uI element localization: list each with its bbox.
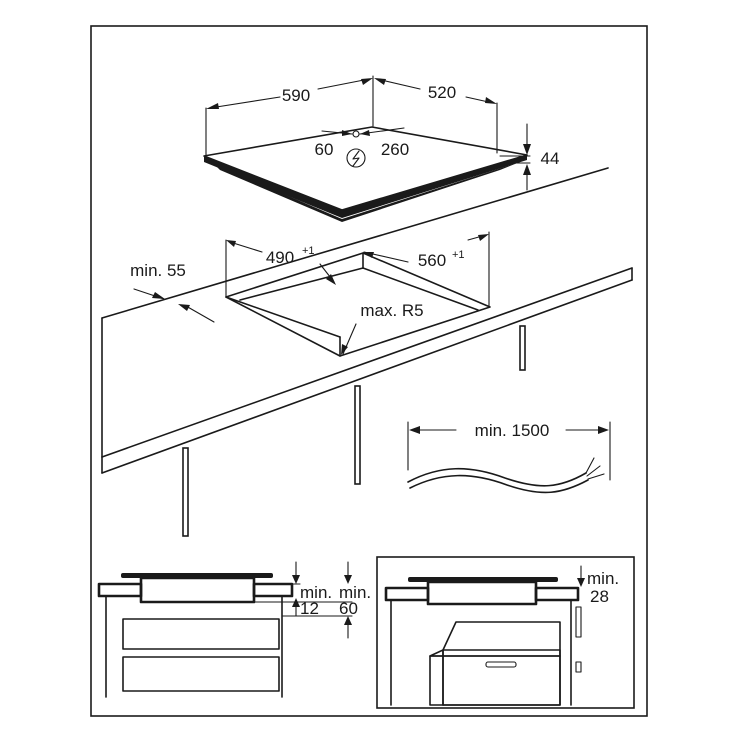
oven bbox=[429, 621, 561, 706]
gap-bottom-min-label: min. bbox=[339, 583, 371, 602]
side-view-oven-frame bbox=[376, 556, 635, 709]
side-knob bbox=[575, 661, 582, 673]
drawer bbox=[122, 656, 280, 692]
worktop bbox=[101, 167, 633, 537]
diagram-frame bbox=[90, 25, 648, 717]
cabinet-leg bbox=[519, 325, 526, 371]
cabinet-leg bbox=[354, 385, 361, 485]
drawer bbox=[122, 618, 280, 650]
dim-cutout-depth-label: 560 bbox=[418, 251, 446, 270]
power-cable: min. 1500 bbox=[407, 421, 611, 494]
gap-top-min-label: min. bbox=[300, 583, 332, 602]
dim-cutout-width-label: 490 bbox=[266, 248, 294, 267]
cable-entry-point bbox=[352, 130, 360, 138]
dim-cable-length-label: min. 1500 bbox=[475, 421, 550, 440]
dim-cable-left-label: 60 bbox=[315, 140, 334, 159]
gap-oven-value: 28 bbox=[590, 587, 609, 606]
electric-connection-icon bbox=[346, 148, 366, 168]
gap-top-value: 12 bbox=[300, 599, 319, 618]
side-knob bbox=[575, 606, 582, 638]
dim-corner-radius-label: max. R5 bbox=[360, 301, 423, 320]
dim-hob-width: 590 bbox=[205, 75, 374, 156]
dim-edge-distance: min. 55 bbox=[130, 261, 215, 323]
side-view-oven: min. 28 bbox=[376, 556, 635, 709]
dim-corner-radius: max. R5 bbox=[341, 301, 424, 355]
dim-hob-height-label: 44 bbox=[541, 149, 560, 168]
dim-cable-right-label: 260 bbox=[381, 140, 409, 159]
dim-cable-offsets: 60 260 bbox=[315, 127, 409, 159]
hob-top-edge bbox=[204, 155, 527, 218]
hob-body-side bbox=[139, 576, 256, 604]
dim-hob-depth: 520 bbox=[374, 78, 498, 154]
dim-cutout-depth: 560 +1 bbox=[363, 231, 490, 308]
dim-cutout-width-tolerance: +1 bbox=[302, 245, 315, 257]
oven-handle bbox=[485, 661, 517, 668]
worktop-cutout bbox=[225, 252, 491, 357]
dim-cutout-depth-tolerance: +1 bbox=[452, 249, 465, 261]
dim-hob-height: 44 bbox=[499, 123, 560, 191]
dim-edge-distance-label: min. 55 bbox=[130, 261, 186, 280]
cabinet-leg bbox=[182, 447, 189, 537]
hob-body bbox=[214, 162, 520, 222]
hob-glass-top bbox=[203, 126, 528, 211]
hob-3d-view bbox=[203, 126, 528, 222]
hob-body-side bbox=[426, 580, 538, 606]
dim-hob-depth-label: 520 bbox=[428, 83, 456, 102]
dim-cutout-width: 490 +1 bbox=[225, 239, 336, 298]
gap-oven-min-label: min. bbox=[587, 569, 619, 588]
gap-bottom-value: 60 bbox=[339, 599, 358, 618]
side-view-drawers: min. 12 min. 60 bbox=[97, 561, 371, 698]
dim-hob-width-label: 590 bbox=[282, 86, 310, 105]
